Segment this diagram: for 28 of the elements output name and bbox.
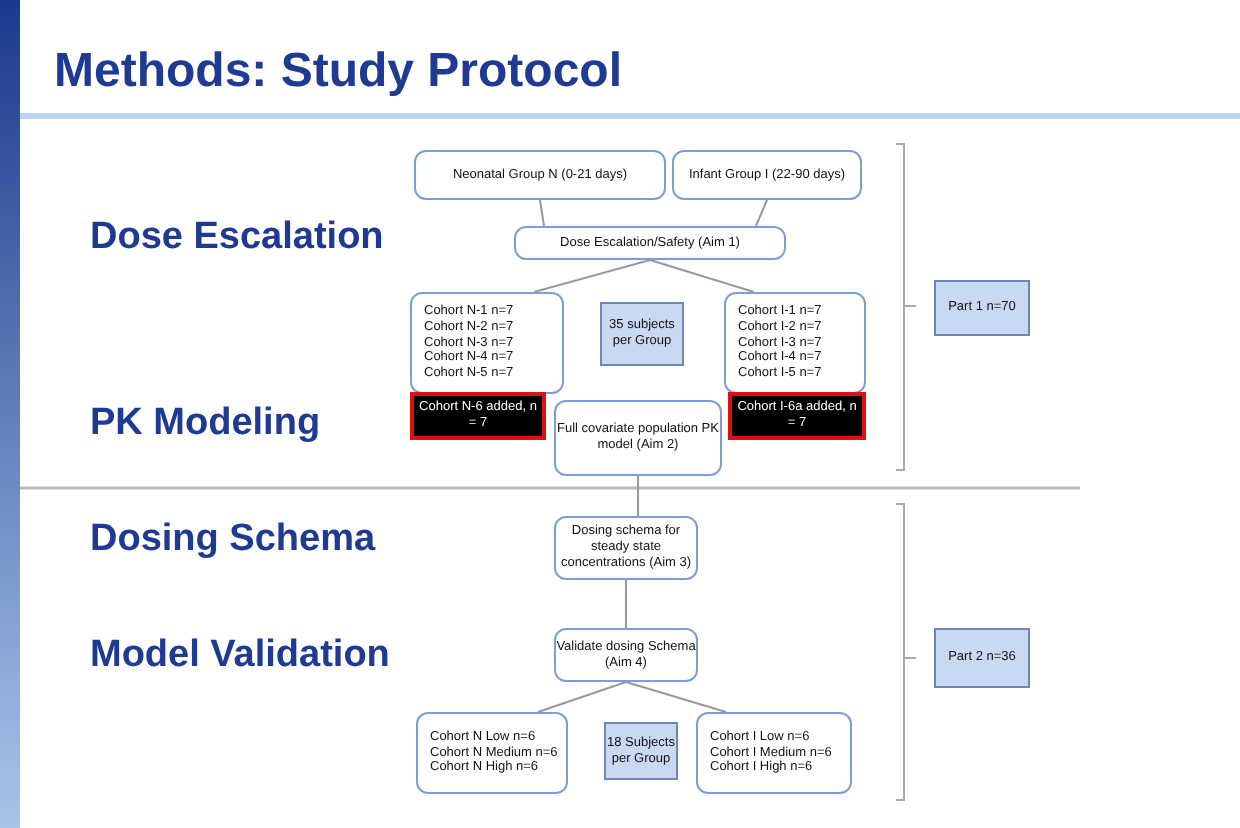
- connector-line: [533, 259, 651, 293]
- process-box: [554, 628, 698, 682]
- section-label: Dose Escalation: [90, 216, 384, 260]
- connector-line: [539, 199, 545, 227]
- cohort-list-box: [416, 712, 568, 794]
- added-cohort-box: [410, 392, 546, 440]
- summary-box: [604, 722, 678, 780]
- process-box: [414, 150, 666, 200]
- section-label: Dosing Schema: [90, 518, 376, 562]
- connector-line: [625, 579, 627, 629]
- process-box: [672, 150, 862, 200]
- summary-box: [934, 280, 1030, 336]
- connector-line: [537, 681, 627, 713]
- connector-line: [625, 681, 727, 713]
- added-cohort-box: [728, 392, 866, 440]
- slide-title: Methods: Study Protocol: [54, 44, 622, 100]
- summary-box: [600, 302, 684, 366]
- cohort-list-box: [724, 292, 866, 394]
- process-box: [514, 226, 786, 260]
- section-label: PK Modeling: [90, 402, 321, 446]
- connector-line: [755, 199, 768, 227]
- connector-line: [637, 475, 639, 517]
- connector-line: [649, 259, 755, 293]
- section-label: Model Validation: [90, 634, 390, 678]
- cohort-list-box: [696, 712, 852, 794]
- summary-box: [934, 628, 1030, 688]
- cohort-list-box: [410, 292, 564, 394]
- process-box: [554, 400, 722, 476]
